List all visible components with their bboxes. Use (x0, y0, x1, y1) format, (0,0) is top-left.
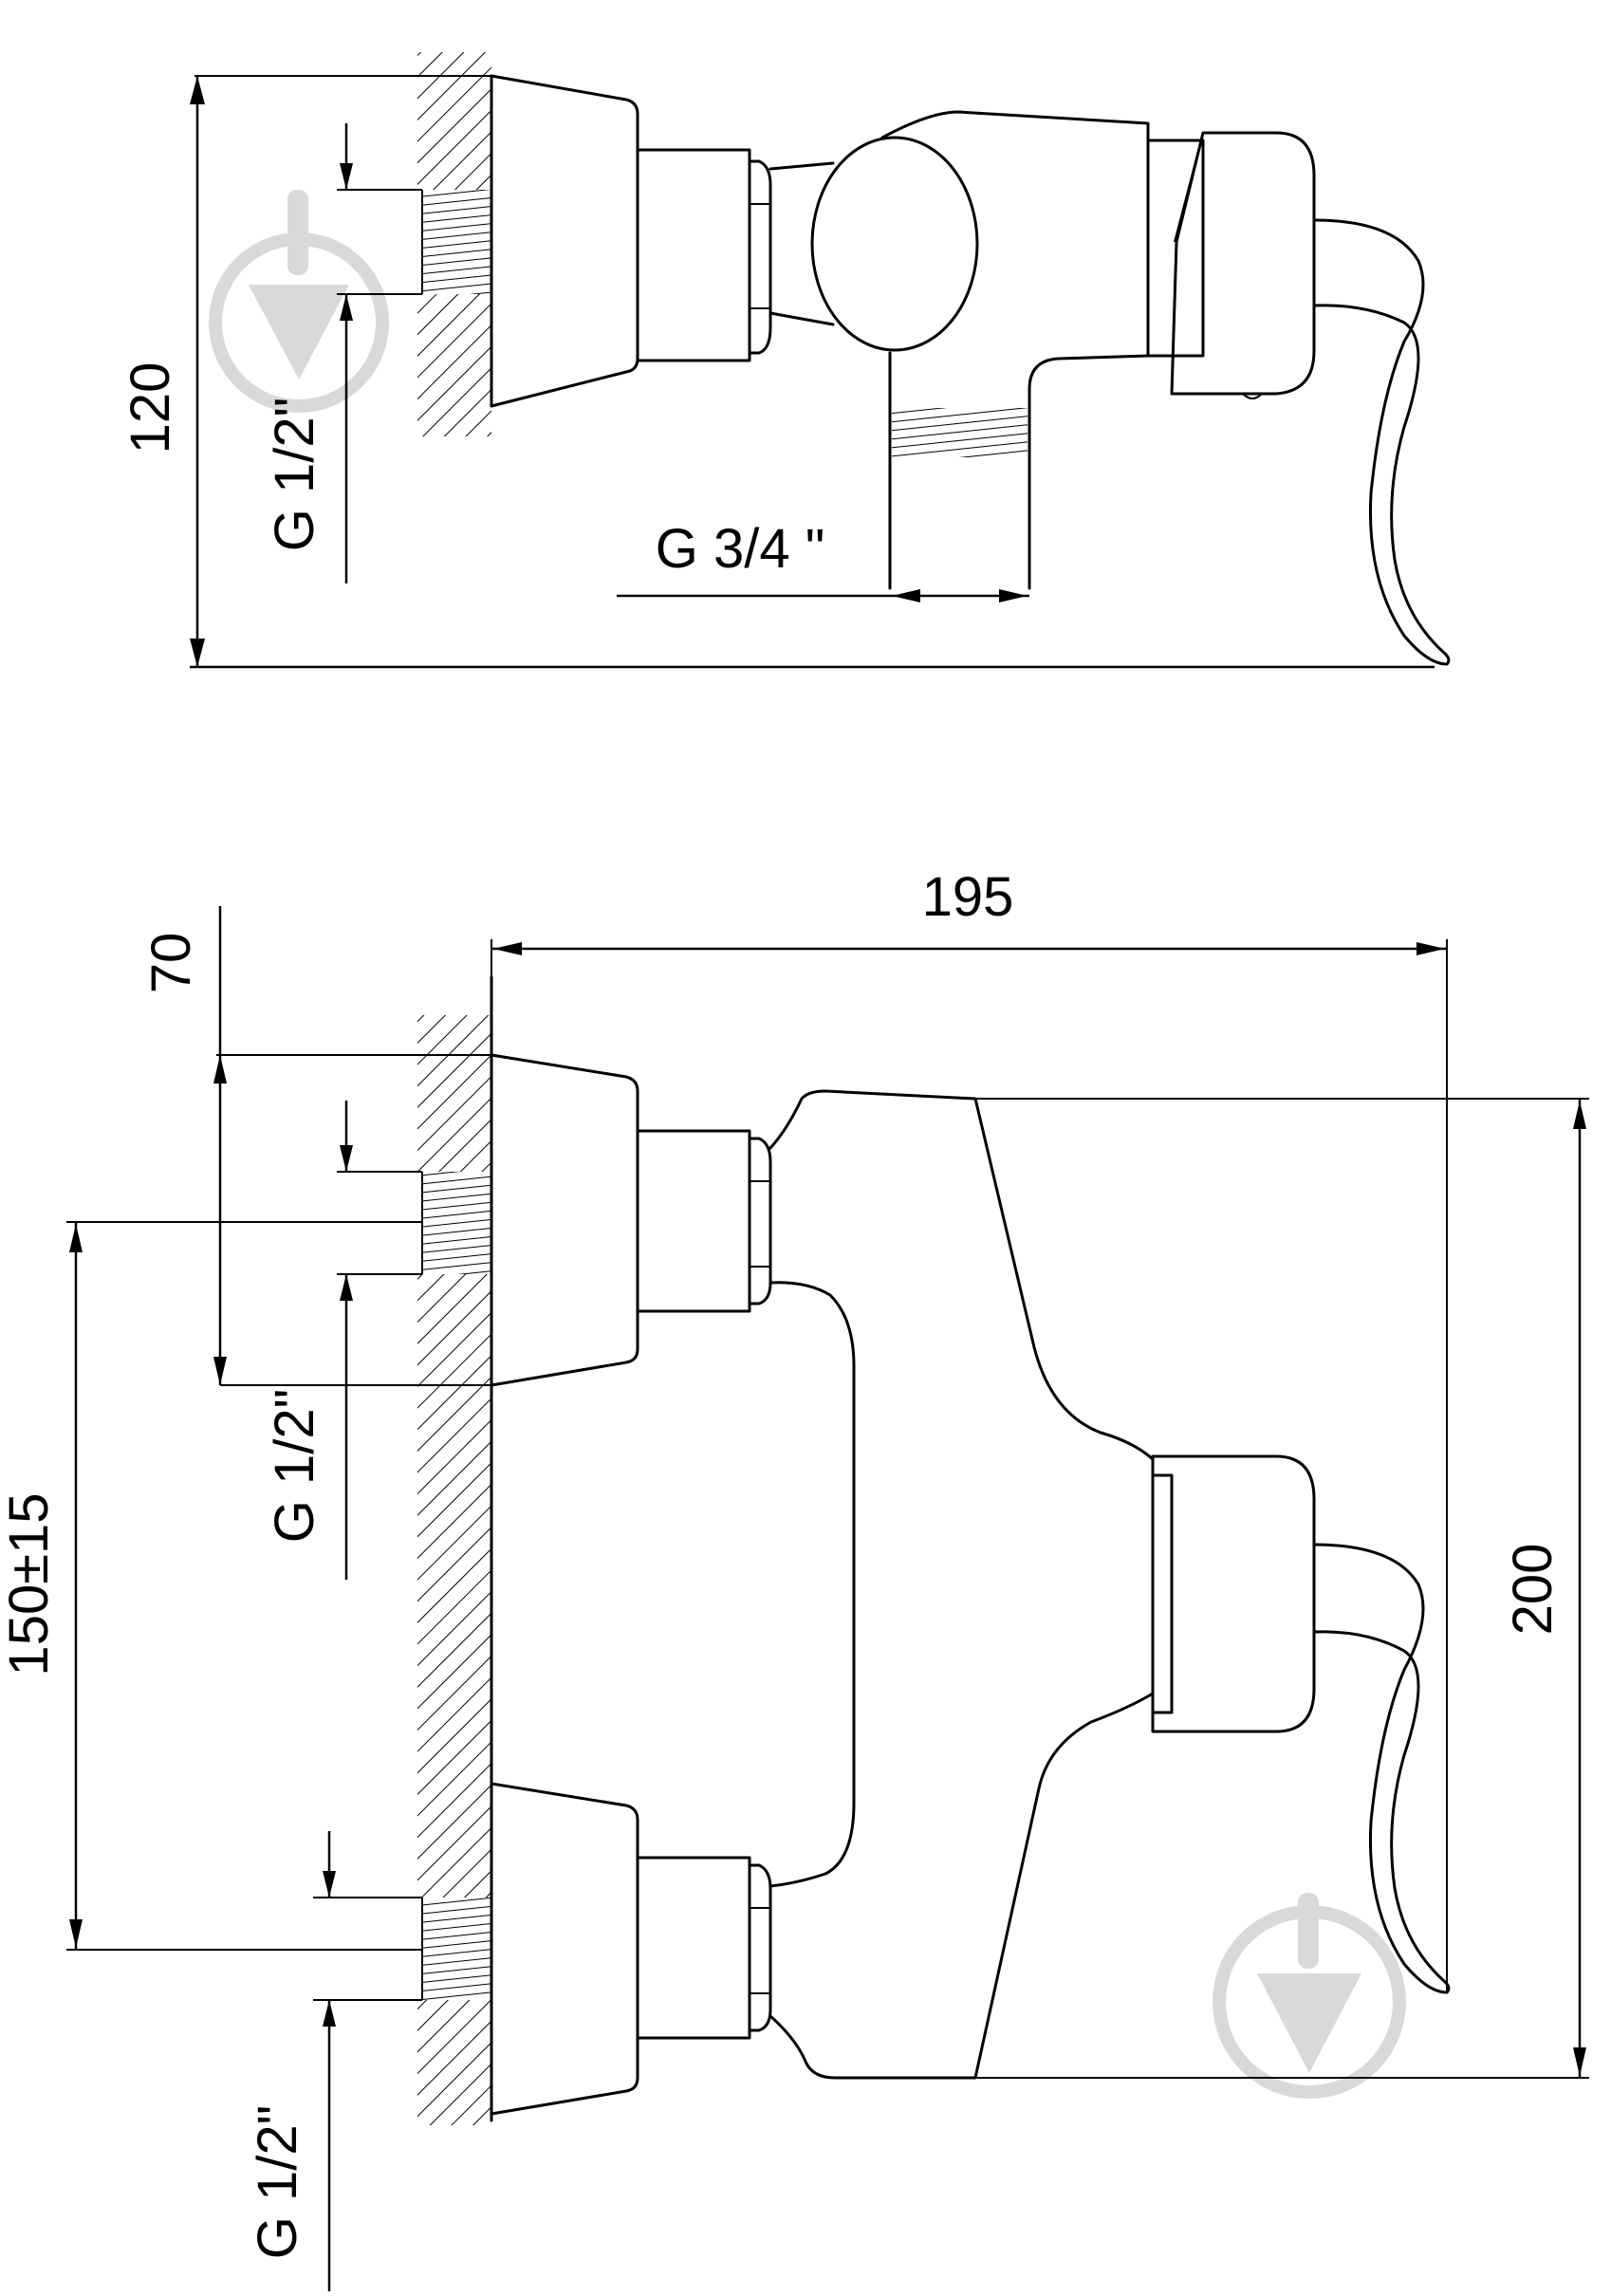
side-height-label: 120 (120, 362, 181, 454)
side-body-knob (810, 136, 979, 352)
front-upper-thread (417, 1172, 491, 1274)
side-lever (1312, 218, 1451, 666)
front-offset-label: 70 (140, 933, 202, 994)
front-spacing-label: 150±15 (0, 1492, 60, 1676)
front-dimension-195: 195 (491, 866, 1448, 1992)
front-height-label: 200 (1502, 1544, 1564, 1636)
side-outlet-thread-label: G 3/4 " (656, 518, 825, 580)
front-mixer-body (768, 1089, 1155, 1461)
front-dimension-lower-g12: G 1/2" (247, 1831, 422, 2291)
front-upper-escutcheon (490, 1053, 639, 1387)
side-handle-base (1170, 131, 1316, 396)
front-lower-escutcheon (490, 1782, 639, 2116)
side-dimension-g34: G 3/4 " (617, 518, 1029, 602)
front-dimension-70: 70 (140, 906, 491, 1386)
side-connector (636, 148, 751, 362)
side-dimension-120: 120 (120, 75, 491, 667)
front-dimension-upper-g12: G 1/2" (264, 1101, 422, 1580)
front-width-label: 195 (922, 866, 1014, 928)
side-view (190, 52, 1451, 669)
front-lower-thread (417, 1898, 491, 2000)
front-lever (1312, 1543, 1451, 1994)
side-inlet-thread-label: G 1/2" (264, 398, 325, 551)
droplet-watermark-icon (1213, 1893, 1406, 2099)
front-lower-thread-label: G 1/2" (247, 2105, 308, 2259)
front-view (417, 975, 1589, 2125)
front-dimension-200: 200 (1502, 1099, 1586, 2078)
front-handle-base (1151, 1454, 1316, 1733)
front-dimension-150: 150±15 (0, 1221, 422, 1951)
front-upper-thread-label: G 1/2" (264, 1389, 325, 1543)
side-escutcheon (490, 74, 639, 408)
droplet-watermark-icon (209, 190, 389, 413)
side-dimension-g12: G 1/2" (264, 123, 422, 583)
side-inlet-thread (417, 190, 491, 294)
